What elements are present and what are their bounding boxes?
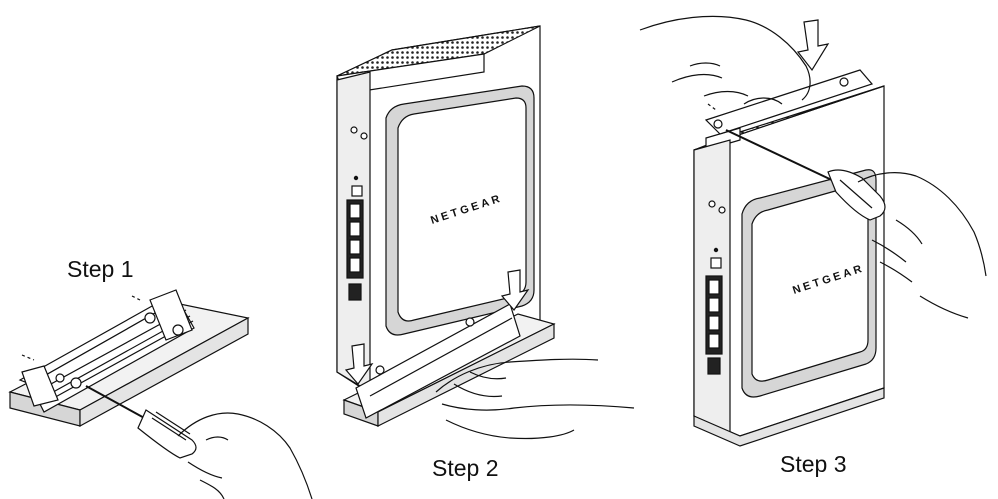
step3-illustration: NETGEAR <box>640 16 986 446</box>
hand-icon <box>178 413 312 499</box>
step-1-label: Step 1 <box>67 256 134 283</box>
step1-illustration <box>10 290 312 499</box>
step-3-label: Step 3 <box>780 451 847 478</box>
hand-icon <box>640 16 810 104</box>
step2-illustration: NETGEAR <box>337 26 634 439</box>
down-arrow-icon <box>798 20 828 70</box>
step-2-label: Step 2 <box>432 455 499 482</box>
